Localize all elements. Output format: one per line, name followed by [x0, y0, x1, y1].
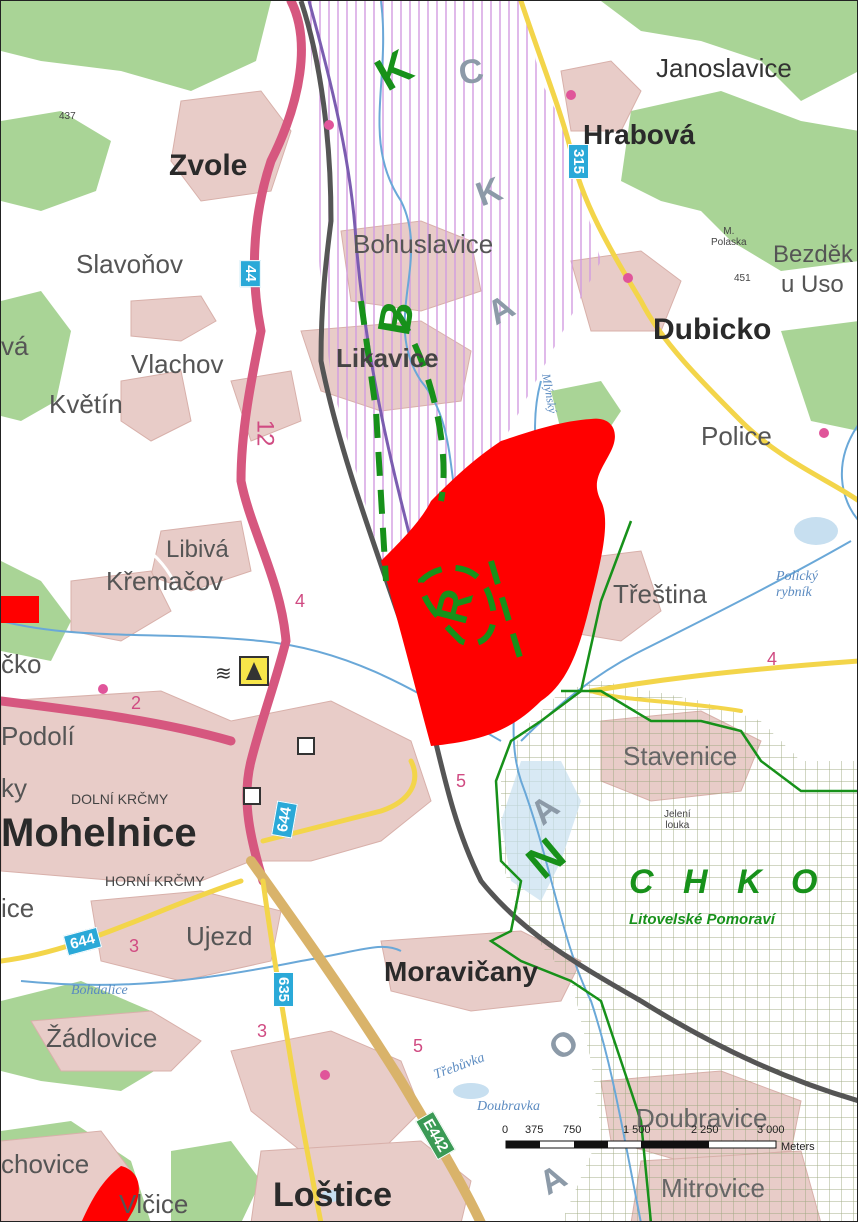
place-label: Květín: [49, 389, 123, 419]
water-wave-icon: ≋: [215, 663, 232, 685]
place-label: Třeština: [613, 579, 707, 609]
place-label: Loštice: [273, 1176, 393, 1214]
place-label: Police: [701, 421, 772, 451]
scale-tick-label: 1 500: [623, 1124, 651, 1136]
road-number: 4: [767, 649, 778, 669]
place-label: ky: [1, 773, 27, 803]
road-number: 2: [131, 693, 142, 713]
scale-tick-label: 0: [502, 1124, 509, 1136]
road-shield: 315: [568, 143, 590, 180]
campsite-icon: [239, 656, 269, 686]
place-label: Hrabová: [583, 119, 696, 150]
area-label: Jelení louka: [664, 809, 691, 831]
scale-unit: Meters: [781, 1141, 815, 1153]
place-label: Mitrovice: [661, 1173, 766, 1203]
ponds: [321, 517, 838, 1202]
place-label: Ujezd: [186, 921, 253, 951]
place-label: Janoslavice: [656, 53, 792, 83]
place-label: u Uso: [781, 271, 844, 298]
floodplain: [501, 761, 581, 901]
road-number: 3: [257, 1021, 268, 1041]
hill-label: M. Polaska: [711, 226, 747, 248]
place-label: Bohuslavice: [353, 229, 494, 259]
highlighted-area-west: [1, 596, 39, 623]
road-number: 5: [456, 771, 467, 791]
highlighted-area-south: [81, 1166, 139, 1221]
place-label: Slavoňov: [76, 249, 183, 279]
place-label: Zvole: [169, 149, 248, 182]
station-icon: [297, 737, 315, 755]
scale-tick-label: 2 250: [691, 1124, 719, 1136]
scale-tick-label: 375: [525, 1124, 544, 1136]
place-label: Vlčice: [119, 1189, 189, 1219]
hill-label: 437: [59, 111, 76, 122]
place-label: Stavenice: [623, 741, 738, 771]
road-number: 3: [129, 936, 140, 956]
place-label: Likavice: [336, 343, 439, 373]
water-label: Polický rybník: [776, 569, 818, 600]
place-label: Libivá: [166, 536, 229, 563]
road-number: 4: [295, 591, 306, 611]
road-shield: 635: [273, 971, 295, 1008]
chko-title: C H K O: [629, 863, 828, 901]
place-label: Mohelnice: [1, 811, 197, 855]
place-label: HORNÍ KRČMY: [105, 873, 205, 889]
water-label: Doubravka: [477, 1099, 540, 1114]
poi-markers: [98, 90, 829, 1080]
chko-grid: [501, 681, 857, 1221]
place-label: Moravičany: [384, 956, 539, 987]
station-icon: [243, 787, 261, 805]
place-label: Křemačov: [106, 566, 224, 596]
place-label: DOLNÍ KRČMY: [71, 791, 169, 807]
place-label: čko: [1, 649, 42, 679]
place-label: Žádlovice: [46, 1023, 158, 1053]
scale-tick-label: 750: [563, 1124, 582, 1136]
place-label: Dubicko: [653, 313, 772, 346]
place-label: Doubravice: [636, 1103, 768, 1133]
hill-label: 451: [734, 273, 751, 284]
road-number: 12: [251, 419, 279, 447]
road-shield: 44: [239, 260, 261, 287]
scale-bar: [505, 1140, 777, 1149]
dashed-boundaries: [358, 300, 524, 662]
place-label: Bezděk: [773, 241, 854, 268]
chko-subtitle: Litovelské Pomoraví: [629, 911, 775, 928]
chko-boundary: [488, 520, 653, 1221]
scale-tick-label: 3 000: [757, 1124, 785, 1136]
place-label: vá: [1, 331, 29, 361]
place-label: ice: [1, 893, 35, 923]
road-number: 5: [413, 1036, 424, 1056]
place-label: chovice: [1, 1149, 90, 1179]
place-label: Vlachov: [131, 349, 224, 379]
place-label: Podolí: [1, 721, 75, 751]
water-label: Bohdalice: [71, 983, 128, 998]
